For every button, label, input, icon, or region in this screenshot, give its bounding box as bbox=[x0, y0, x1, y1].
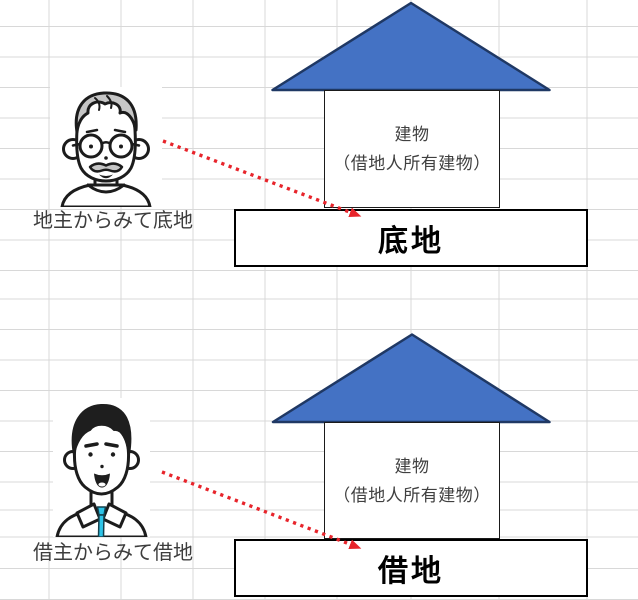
land-label-shakuchi: 借地 bbox=[378, 555, 444, 588]
building-box-top: 建物 （借地人所有建物） bbox=[324, 90, 500, 208]
roof-triangle-icon bbox=[271, 333, 551, 424]
caption-tenant: 借主からみて借地 bbox=[33, 542, 193, 564]
old-man-landlord-icon bbox=[50, 87, 162, 207]
roof-triangle-icon bbox=[271, 1, 551, 92]
building-box-bottom: 建物 （借地人所有建物） bbox=[324, 422, 500, 539]
young-man-tenant-icon bbox=[53, 398, 150, 537]
house-roof-top bbox=[271, 1, 551, 92]
house-roof-bottom bbox=[271, 333, 551, 424]
land-box-sokochi: 底地 bbox=[234, 209, 588, 267]
building-label-line1: 建物 bbox=[394, 125, 430, 144]
building-label-line2: （借地人所有建物） bbox=[333, 154, 491, 173]
caption-landlord: 地主からみて底地 bbox=[33, 210, 193, 232]
land-label-sokochi: 底地 bbox=[378, 225, 444, 258]
building-label-line1: 建物 bbox=[394, 457, 430, 476]
building-label-line2: （借地人所有建物） bbox=[333, 486, 491, 505]
land-box-shakuchi: 借地 bbox=[234, 539, 588, 597]
